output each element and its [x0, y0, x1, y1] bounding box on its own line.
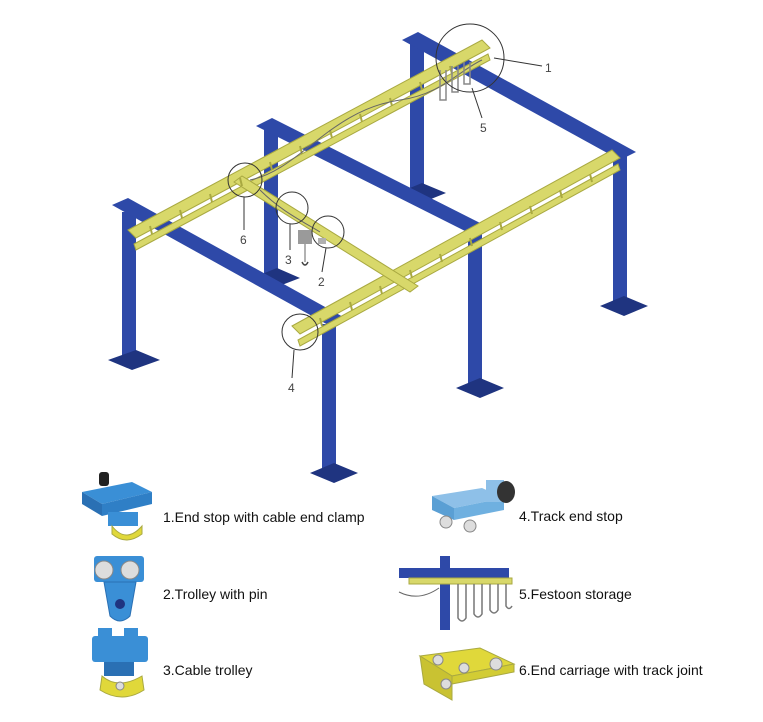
- legend-label-end-stop: 1.End stop with cable end clamp: [163, 509, 365, 525]
- callout-circle-4: [281, 313, 319, 351]
- runway-left: [127, 39, 491, 239]
- callout-circle-3: [275, 191, 309, 225]
- runway-right: [291, 149, 621, 335]
- cross-beam-front: [112, 198, 345, 326]
- callouts: [227, 23, 543, 379]
- callout-number-3: 3: [285, 253, 292, 267]
- cable-trolley-icon: [92, 628, 148, 698]
- end-stop-clamp-icon: [82, 472, 152, 541]
- festoon-cable-2: [259, 189, 321, 233]
- base-plate-front-left: [108, 350, 160, 370]
- callout-number-1: 1: [545, 61, 552, 75]
- callout-numbers: 1 5 6 3 2 4: [240, 61, 552, 395]
- festoon-storage-icon: [398, 556, 513, 630]
- leg-middle-right: [468, 232, 482, 387]
- legend-label-cable-trolley: 3.Cable trolley: [163, 662, 253, 678]
- callout-circle-6: [227, 162, 263, 198]
- legend-label-track-end-stop: 4.Track end stop: [519, 508, 623, 524]
- callout-number-5: 5: [480, 121, 487, 135]
- base-plate-front-right: [310, 463, 358, 483]
- cross-beam-middle: [256, 118, 490, 236]
- leg-front-right: [322, 324, 336, 472]
- leg-front-left: [122, 212, 136, 362]
- legend-label-end-carriage: 6.End carriage with track joint: [519, 662, 703, 678]
- base-plate-back-right: [600, 296, 648, 316]
- callout-number-6: 6: [240, 233, 247, 247]
- hoist: [298, 230, 326, 266]
- festoon-loops: [439, 62, 471, 101]
- base-plate-middle-right: [456, 378, 504, 398]
- trolley-with-pin-icon: [94, 556, 144, 622]
- bridge-rail: [233, 175, 419, 293]
- track-end-stop-icon: [432, 480, 515, 533]
- runway-rails: [127, 39, 621, 347]
- callout-circle-2: [311, 215, 345, 249]
- callout-circle-1: [435, 23, 505, 93]
- callout-number-4: 4: [288, 381, 295, 395]
- leg-back-right: [613, 150, 627, 305]
- end-carriage-track-joint-icon: [418, 647, 516, 701]
- callout-number-2: 2: [318, 275, 325, 289]
- runway-left-lower: [133, 53, 491, 251]
- runway-right-lower: [297, 163, 621, 347]
- legend-label-trolley-with-pin: 2.Trolley with pin: [163, 586, 268, 602]
- legend-label-festoon-storage: 5.Festoon storage: [519, 586, 632, 602]
- leg-back-left: [410, 36, 424, 194]
